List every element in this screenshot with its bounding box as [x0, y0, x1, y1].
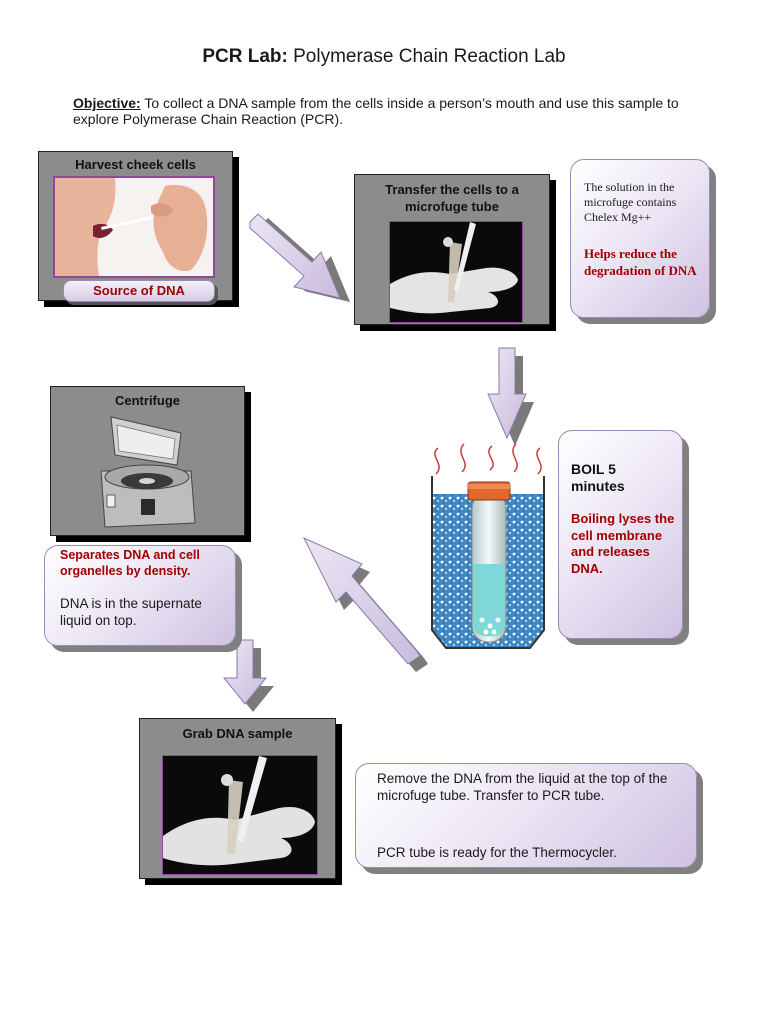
microfuge-tube-photo [389, 221, 523, 323]
centrifuge-note: Separates DNA and cell organelles by den… [44, 545, 236, 646]
grab-note: Remove the DNA from the liquid at the to… [355, 763, 697, 868]
grab-note-text-1: Remove the DNA from the liquid at the to… [377, 771, 668, 803]
grab-step-label: Grab DNA sample [182, 726, 293, 741]
arrow-harvest-to-transfer [249, 213, 350, 302]
objective: Objective: To collect a DNA sample from … [73, 95, 693, 127]
arrow-centrifuge-to-grab [222, 639, 274, 712]
source-of-dna-caption: Source of DNA [63, 280, 215, 302]
chelex-note: The solution in the microfuge contains C… [570, 159, 710, 318]
chelex-note-text: The solution in the microfuge contains C… [584, 180, 677, 224]
harvest-step-box: Harvest cheek cells Source of DNA [38, 151, 233, 302]
centrifuge-illustration [95, 411, 203, 531]
grab-note-text-2: PCR tube is ready for the Thermocycler. [377, 845, 617, 860]
chelex-note-red: Helps reduce the degradation of DNA [584, 246, 697, 278]
grab-sample-photo [162, 755, 318, 875]
boil-note-red: Boiling lyses the cell membrane and rele… [571, 511, 675, 576]
centrifuge-note-text: DNA is in the supernate liquid on top. [60, 596, 202, 628]
centrifuge-note-red: Separates DNA and cell organelles by den… [60, 548, 200, 578]
boil-heading: BOIL 5 minutes [571, 461, 625, 494]
transfer-step-label: Transfer the cells to a microfuge tube [385, 182, 519, 214]
title-rest: Polymerase Chain Reaction Lab [287, 46, 566, 67]
cheek-swab-photo [53, 176, 215, 278]
centrifuge-step-label: Centrifuge [115, 393, 180, 408]
harvest-step-label: Harvest cheek cells [75, 157, 196, 172]
objective-text: To collect a DNA sample from the cells i… [73, 95, 679, 127]
boil-note: BOIL 5 minutes Boiling lyses the cell me… [558, 430, 683, 639]
centrifuge-step-box: Centrifuge [50, 386, 245, 536]
arrow-transfer-to-boil [487, 347, 534, 446]
arrow-boil-to-centrifuge [302, 536, 428, 672]
transfer-step-box: Transfer the cells to a microfuge tube [354, 174, 550, 325]
objective-label: Objective: [73, 95, 141, 111]
boiling-beaker-illustration [424, 440, 552, 652]
grab-step-box: Grab DNA sample [139, 718, 336, 879]
title-bold: PCR Lab: [202, 46, 288, 67]
page-title: PCR Lab: Polymerase Chain Reaction Lab [0, 46, 768, 68]
